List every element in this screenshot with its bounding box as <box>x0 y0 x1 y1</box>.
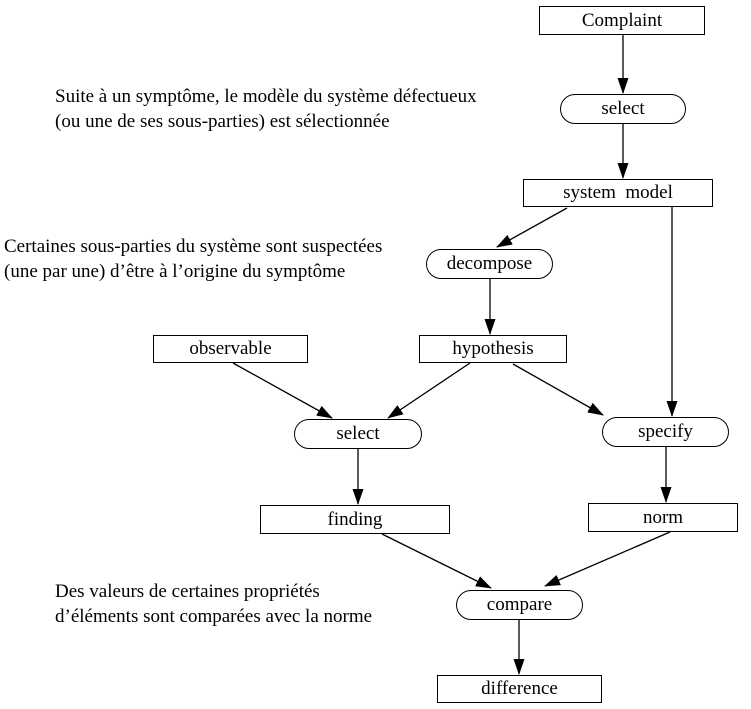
node-specify-label: specify <box>638 421 693 442</box>
annotation-suspected-subparts-line1: Certaines sous-parties du système sont s… <box>4 236 383 257</box>
node-norm: norm <box>588 503 738 532</box>
annotation-compare-norm-line1: Des valeurs de certaines propriétés <box>55 581 320 602</box>
annotation-symptom-selection-line1: Suite à un symptôme, le modèle du systèm… <box>55 86 477 107</box>
node-complaint: Complaint <box>539 6 705 35</box>
node-decompose-label: decompose <box>446 253 533 274</box>
edge-norm-compare <box>544 531 671 587</box>
annotation-suspected-subparts-line2: (une par une) d’être à l’origine du symp… <box>4 261 346 282</box>
node-hypothesis-label: hypothesis <box>452 338 534 359</box>
edge-hypothesis-select <box>387 362 471 419</box>
edge-finding-compare <box>381 533 492 589</box>
annotation-compare-norm-line2: d’éléments sont comparées avec la norme <box>55 606 373 627</box>
node-compare: compare <box>456 590 583 620</box>
node-observable-label: observable <box>189 338 272 359</box>
node-select-top-label: select <box>601 98 645 119</box>
node-select-middle-label: select <box>336 423 380 444</box>
node-compare-label: compare <box>486 594 553 615</box>
node-system-model: system model <box>523 179 713 207</box>
annotation-compare-norm: Des valeurs de certaines propriétés d’él… <box>55 579 372 629</box>
node-finding-label: finding <box>327 508 383 530</box>
edge-hypothesis-specify <box>512 363 604 416</box>
node-hypothesis: hypothesis <box>419 335 567 363</box>
annotation-symptom-selection: Suite à un symptôme, le modèle du systèm… <box>55 84 477 134</box>
edge-systemmodel-decompose <box>496 207 568 248</box>
node-observable: observable <box>153 335 308 363</box>
annotation-symptom-selection-line2: (ou une de ses sous-parties) est sélecti… <box>55 111 390 132</box>
node-norm-label: norm <box>642 506 684 528</box>
node-select-top: select <box>560 94 686 124</box>
node-finding: finding <box>260 505 450 534</box>
node-difference-label: difference <box>481 678 558 699</box>
node-decompose: decompose <box>426 249 553 279</box>
node-select-middle: select <box>294 419 422 449</box>
node-system-model-label: system model <box>563 182 673 203</box>
node-complaint-label: Complaint <box>581 9 663 31</box>
annotation-suspected-subparts: Certaines sous-parties du système sont s… <box>4 234 382 284</box>
node-difference: difference <box>437 675 602 703</box>
edge-observable-select <box>232 362 333 419</box>
node-specify: specify <box>602 417 729 447</box>
